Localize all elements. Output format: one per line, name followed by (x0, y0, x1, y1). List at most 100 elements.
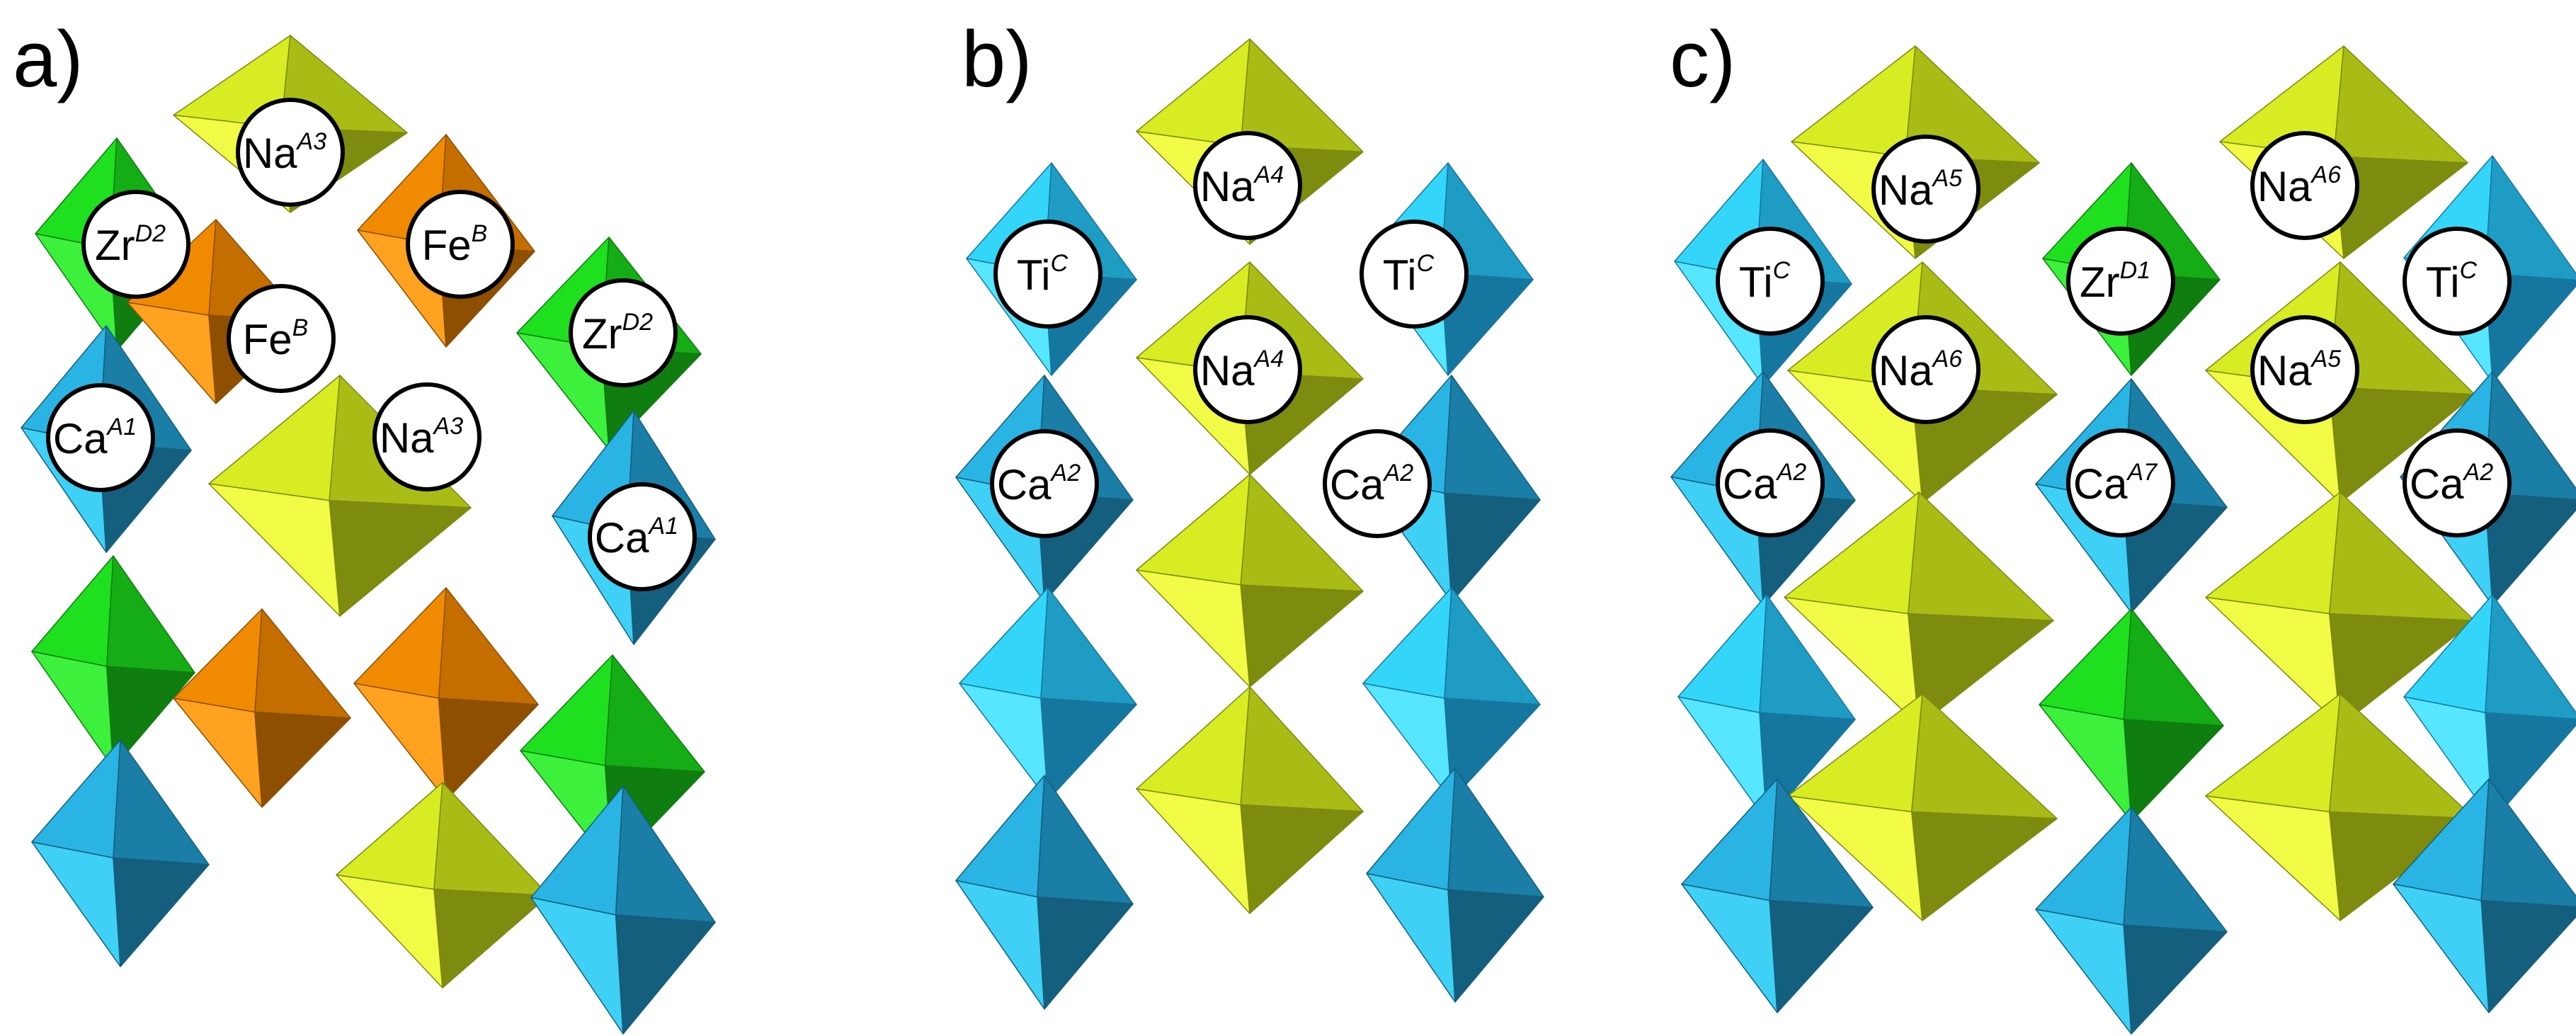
site-superscript: C (1417, 250, 1435, 277)
element-symbol: Na (1200, 347, 1255, 394)
element-symbol: Ti (1383, 251, 1417, 299)
ti-face-upper-right (1444, 587, 1541, 705)
ca-face-upper-left (31, 739, 121, 859)
site-label-circle (588, 482, 697, 591)
site-label: TiC (2403, 227, 2512, 336)
ca-polyhedron (31, 739, 210, 967)
site-label-text: ZrD2 (582, 309, 653, 358)
site-label-text: TiC (1017, 250, 1068, 299)
site-label-text: CaA2 (1330, 460, 1413, 508)
fe-face-upper-right (438, 587, 539, 705)
site-label: ZrD1 (2066, 227, 2175, 336)
ti-face-lower-left (1677, 696, 1767, 822)
site-label: CaA7 (2066, 428, 2175, 537)
site-superscript: A4 (1253, 346, 1284, 372)
site-superscript: B (292, 314, 309, 341)
site-label: TiC (1360, 220, 1469, 329)
site-label-text: NaA5 (1879, 165, 1962, 214)
element-symbol: Ca (997, 461, 1052, 508)
site-superscript: A2 (2463, 459, 2494, 486)
site-label-circle (2066, 227, 2175, 336)
na-face-lower-left (208, 483, 341, 617)
ca-face-lower-right (1769, 899, 1874, 1013)
site-label-circle (1871, 315, 1981, 424)
zr-face-upper-left (31, 555, 114, 667)
site-label-text: NaA4 (1200, 161, 1284, 210)
element-symbol: Na (1200, 163, 1255, 210)
element-symbol: Zr (2080, 258, 2120, 306)
ca-face-upper-left (955, 775, 1045, 898)
site-label: NaA6 (2250, 131, 2359, 240)
site-label: CaA2 (990, 429, 1099, 538)
site-label: NaA5 (2250, 315, 2359, 424)
na-face-lower-left (2205, 596, 2341, 727)
panel-a-letter: a) (13, 15, 84, 103)
na-face-lower-left (2205, 795, 2341, 921)
element-symbol: Ca (2073, 460, 2128, 508)
na-face-lower-right (2329, 613, 2475, 727)
site-label-text: NaA6 (1879, 346, 1962, 394)
ti-face-upper-left (1677, 594, 1767, 714)
element-symbol: Na (1879, 347, 1933, 394)
ca-face-upper-left (2035, 807, 2132, 926)
element-symbol: Zr (582, 310, 622, 358)
site-label-text: NaA3 (380, 413, 463, 462)
na-face-lower-right (433, 889, 549, 989)
site-superscript: A1 (106, 414, 137, 440)
element-symbol: Ti (2426, 258, 2460, 306)
site-label-circle (569, 278, 678, 387)
element-symbol: Ca (53, 415, 108, 462)
site-label-circle (1716, 227, 1825, 336)
na-polyhedron (1136, 474, 1364, 688)
site-label-text: FeB (243, 314, 309, 363)
ti-polyhedron (1362, 587, 1541, 801)
site-label-circle (2250, 315, 2359, 424)
ca-face-lower-left (1366, 872, 1456, 1003)
ca-face-lower-left (2393, 883, 2490, 1013)
fe-face-lower-left (353, 683, 447, 801)
ti-polyhedron (1677, 594, 1856, 822)
element-symbol: Na (380, 414, 434, 462)
site-label-circle (406, 190, 515, 299)
na-polyhedron (1787, 693, 2058, 921)
site-label-circle (236, 98, 345, 207)
ca-polyhedron (1366, 768, 1544, 1003)
na-polyhedron (336, 782, 549, 989)
site-label: NaA3 (372, 382, 481, 491)
site-label-circle (372, 382, 481, 491)
na-face-upper-right (1908, 491, 2054, 622)
ca-face-upper-left (1366, 768, 1456, 891)
na-face-lower-right (1240, 584, 1364, 688)
ca-polyhedron (530, 785, 716, 1035)
ca-face-lower-left (2035, 909, 2132, 1035)
site-label: NaA4 (1193, 315, 1302, 424)
element-symbol: Na (2257, 347, 2312, 394)
panel-c-letter: c) (1670, 15, 1736, 103)
site-label-circle (1323, 429, 1432, 538)
zr-face-lower-right (2123, 719, 2224, 822)
ca-face-upper-left (1681, 778, 1778, 901)
zr-face-lower-left (2039, 704, 2132, 822)
site-label-circle (1360, 220, 1469, 329)
ti-face-lower-right (2485, 712, 2576, 822)
site-label-circle (1193, 131, 1302, 240)
site-label: CaA2 (2403, 428, 2512, 537)
site-superscript: A5 (2310, 346, 2342, 372)
site-label: NaA4 (1193, 131, 1302, 240)
ti-polyhedron (959, 587, 1137, 801)
na-face-upper-left (2205, 491, 2341, 615)
zr-face-upper-left (520, 654, 613, 766)
site-label-circle (2066, 428, 2175, 537)
na-face-lower-right (2329, 387, 2475, 503)
site-label: CaA2 (1323, 429, 1432, 538)
ca-face-lower-right (2123, 924, 2228, 1035)
site-label-text: FeB (422, 220, 488, 269)
na-face-upper-right (1911, 693, 2058, 819)
site-superscript: A5 (1932, 165, 1963, 192)
ti-face-upper-left (1362, 587, 1452, 699)
fe-face-lower-right (438, 698, 539, 801)
zr-face-lower-right (106, 666, 195, 769)
